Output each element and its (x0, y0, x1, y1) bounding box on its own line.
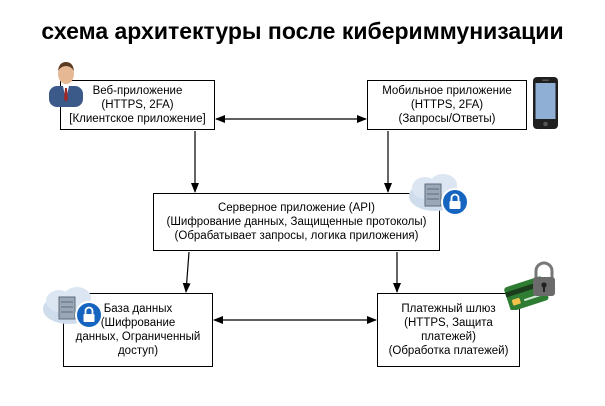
node-label: платежей) (421, 331, 476, 343)
cloud-server-lock-icon (43, 287, 103, 329)
node-label: доступ) (117, 345, 159, 357)
node-label: (Обрабатывает запросы, логика приложения… (174, 230, 419, 242)
node-label: Серверное приложение (API) (217, 202, 375, 214)
node-label: (Шифрование данных, Защищенные протоколы… (166, 216, 427, 228)
node-label: (Обработка платежей) (388, 345, 509, 357)
node-label: (Шифрование (100, 317, 176, 329)
user-icon (49, 62, 83, 107)
node-server-api: Серверное приложение (API) (Шифрование д… (153, 193, 440, 251)
cloud-server-lock-icon (409, 174, 469, 216)
edge-server-db (182, 251, 191, 293)
diagram-title: схема архитектуры после кибериммунизации (41, 18, 564, 44)
node-label: (HTTPS, Защита (404, 317, 493, 329)
node-label: [Клиентское приложение] (69, 113, 206, 125)
node-label: (Запросы/Ответы) (398, 113, 496, 125)
node-payment-gateway: Платежный шлюз (HTTPS, Защита платежей) … (377, 293, 520, 367)
credit-card-lock-icon (504, 261, 555, 310)
node-label: Платежный шлюз (401, 303, 496, 315)
node-label: данных, Ограниченный (75, 331, 201, 343)
node-web-app: Веб-приложение (HTTPS, 2FA) [Клиентское … (60, 80, 215, 130)
node-label: Веб-приложение (92, 85, 183, 97)
node-label: Мобильное приложение (382, 85, 512, 97)
smartphone-icon (533, 77, 558, 129)
node-database: База данных (Шифрование данных, Ограниче… (63, 293, 213, 367)
node-mobile-app: Мобильное приложение (HTTPS, 2FA) (Запро… (367, 80, 527, 130)
node-label: (HTTPS, 2FA) (410, 99, 484, 111)
node-label: База данных (103, 303, 173, 315)
node-label: (HTTPS, 2FA) (101, 99, 174, 111)
